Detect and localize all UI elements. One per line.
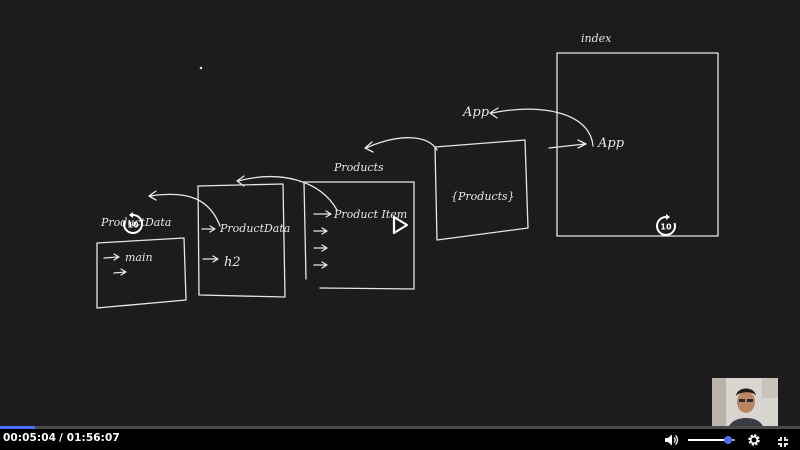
progress-fill <box>0 426 36 429</box>
main-label: main <box>125 251 153 264</box>
product-data-box <box>197 183 286 298</box>
control-bar: 00:05:04/ 01:56:07 <box>0 429 800 450</box>
settings-button[interactable] <box>747 432 761 450</box>
rewind-10-icon: 10 <box>123 212 143 234</box>
progress-bar[interactable] <box>0 426 800 429</box>
play-icon <box>392 215 409 235</box>
volume-knob[interactable] <box>723 436 732 444</box>
total-time: / 01:56:07 <box>59 432 120 444</box>
product-data-label: ProductData <box>100 216 171 229</box>
products-component-label: {Products} <box>451 190 515 203</box>
volume-fill <box>688 439 728 441</box>
app-label: App <box>462 105 490 120</box>
product-data-inner-label: ProductData <box>219 222 290 235</box>
fullscreen-button[interactable] <box>777 433 789 450</box>
video-frame: index App App {Products} Products Produc… <box>96 32 778 435</box>
time-display: 00:05:04/ 01:56:07 <box>3 432 123 444</box>
play-button[interactable] <box>390 214 410 236</box>
rewind-seconds: 10 <box>127 221 139 230</box>
index-box <box>556 52 719 237</box>
forward-seconds: 10 <box>660 223 672 232</box>
product-data-left-box <box>96 237 187 309</box>
index-label: index <box>581 32 612 45</box>
h2-label: h2 <box>224 255 241 270</box>
product-item-label: Product Item <box>333 208 407 221</box>
index-app-label: App <box>597 136 625 151</box>
whiteboard-sketch: index App App {Products} Products Produc… <box>96 32 719 309</box>
settings-icon <box>748 434 760 446</box>
rewind-10-button[interactable]: 10 <box>121 212 145 236</box>
volume-button[interactable] <box>664 432 679 450</box>
forward-10-icon: 10 <box>656 214 676 236</box>
fullscreen-icon <box>778 437 788 447</box>
products-label: Products <box>333 161 384 174</box>
volume-icon <box>665 434 679 446</box>
current-time: 00:05:04 <box>3 432 57 444</box>
webcam-overlay <box>712 378 778 435</box>
forward-10-button[interactable]: 10 <box>654 214 678 238</box>
product-item-box <box>303 181 415 290</box>
volume-slider[interactable] <box>688 436 735 444</box>
products-box <box>434 139 529 241</box>
